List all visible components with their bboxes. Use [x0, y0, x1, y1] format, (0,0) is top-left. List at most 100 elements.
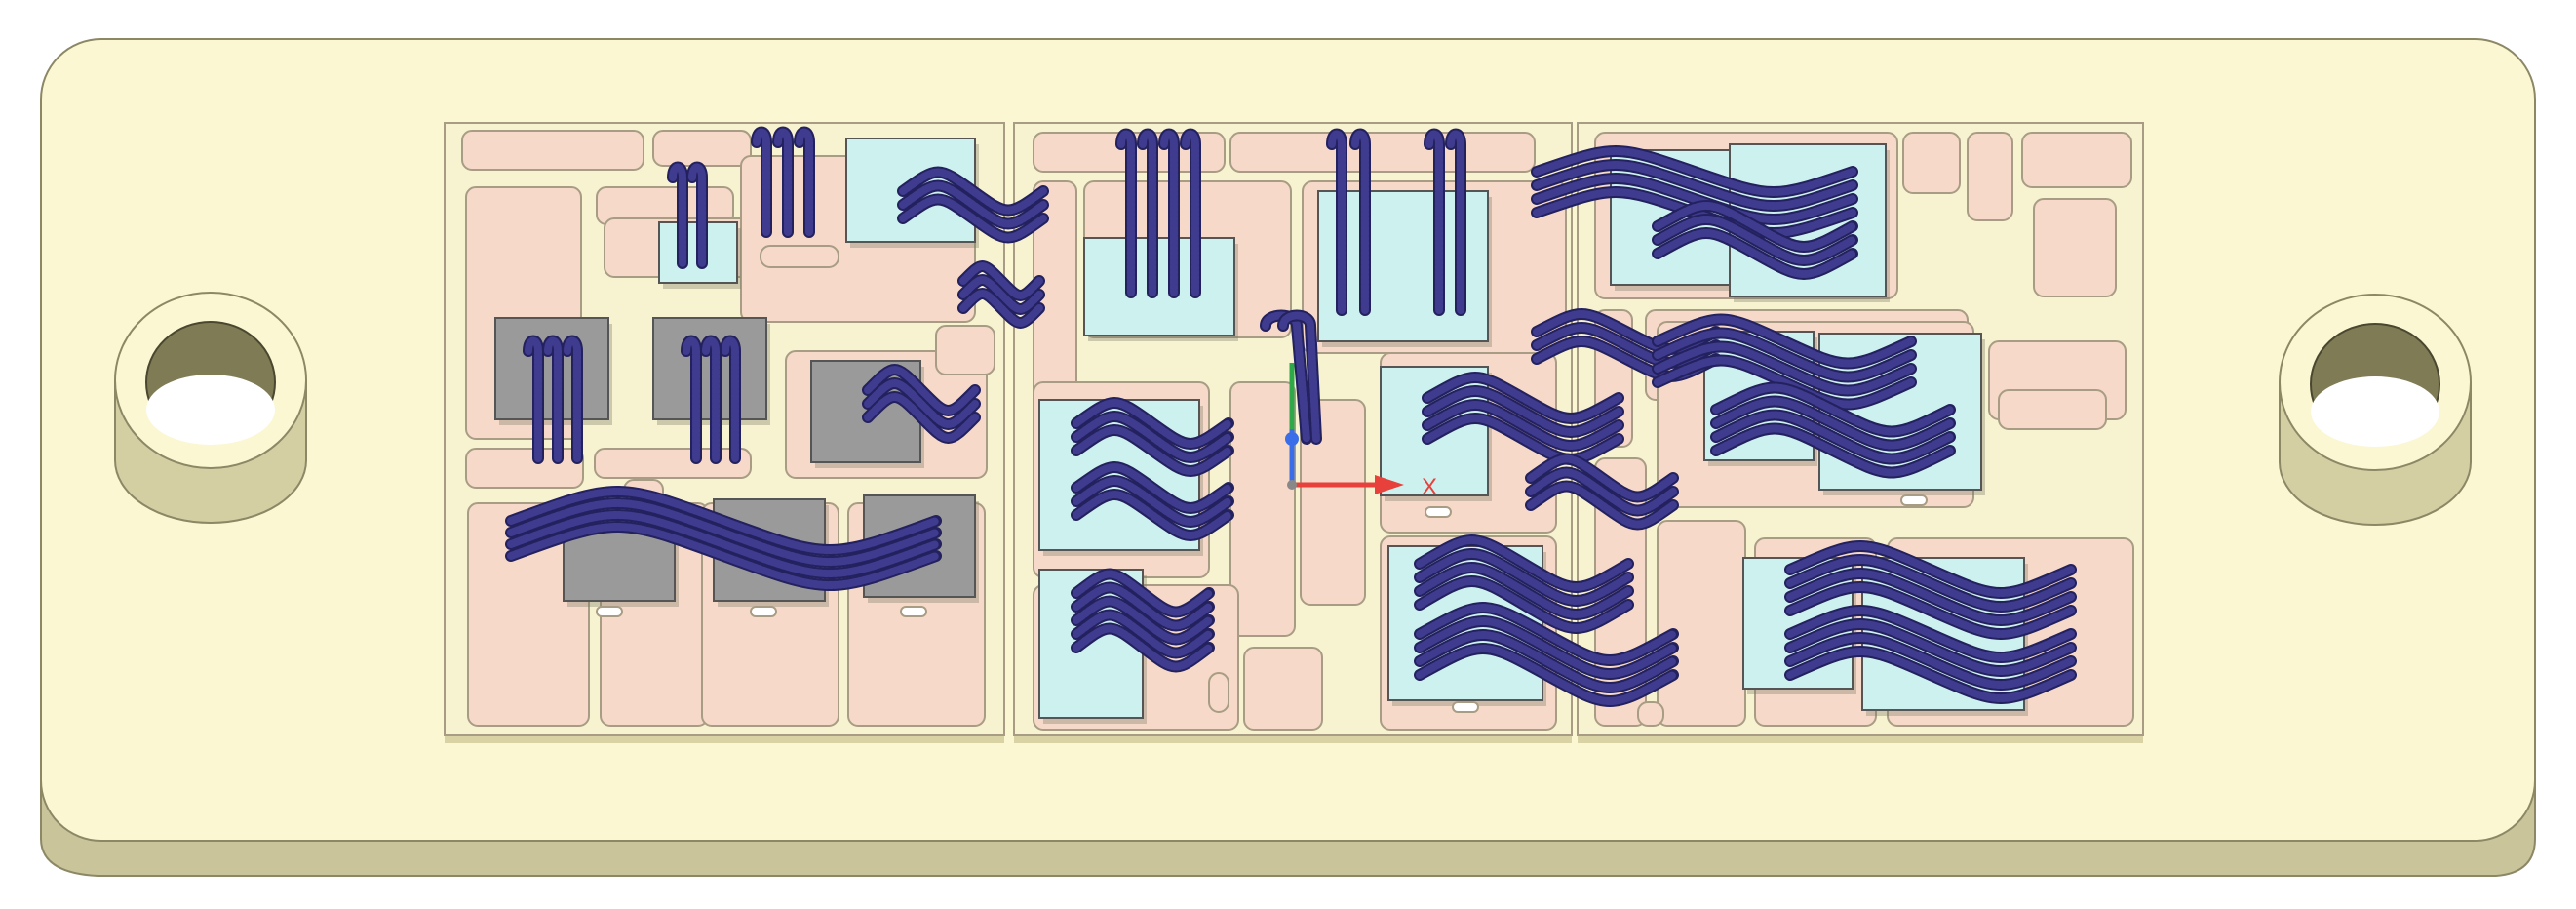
bond-wire [899, 195, 1047, 242]
copper-pad [467, 502, 590, 727]
die[interactable] [1083, 237, 1235, 336]
bond-wire [1416, 645, 1677, 705]
bond-wire [702, 336, 720, 462]
copper-pad [760, 245, 839, 268]
copper-pad [1998, 389, 2107, 430]
bond-wire [1786, 607, 2075, 661]
bond-wire [1425, 130, 1443, 314]
bond-wire [1712, 383, 1954, 436]
bond-wire [1533, 161, 1856, 210]
copper-pad [2033, 198, 2117, 297]
bond-wire [544, 336, 562, 462]
bond-wire [1712, 397, 1954, 450]
bond-wire [1073, 491, 1232, 539]
bond-slot [900, 606, 927, 617]
bond-wire [1654, 342, 1915, 395]
bond-wire [899, 181, 1047, 228]
bond-slot [1452, 701, 1479, 713]
bond-wire [1073, 399, 1232, 448]
bond-wire [1416, 617, 1677, 678]
bond-wire [1416, 550, 1632, 605]
bond-wire [1786, 648, 2075, 702]
bond-wire [899, 168, 1047, 215]
copper-pad [1229, 381, 1296, 637]
bond-wire [722, 336, 739, 462]
right-boss-hole [2311, 376, 2439, 447]
left-boss-hole [146, 375, 275, 445]
bond-wire [1654, 202, 1856, 251]
bond-wire [1424, 401, 1622, 450]
bond-wire [1073, 426, 1232, 475]
bond-wire [959, 290, 1043, 327]
bond-wire [1786, 556, 2075, 611]
copper-pad [1243, 647, 1323, 731]
bond-slot [596, 606, 623, 617]
bond-wire [753, 128, 770, 236]
bond-wire [1117, 130, 1135, 296]
bond-wire [525, 336, 542, 462]
left-mounting-boss[interactable] [114, 292, 307, 524]
bond-wire [1786, 583, 2075, 638]
bond-wire [1654, 216, 1856, 264]
bond-wire [1279, 311, 1320, 443]
coordinate-triad: X [1285, 363, 1437, 500]
bond-wire [1073, 477, 1232, 526]
bond-wire [1654, 329, 1915, 381]
copper-pad [1300, 399, 1366, 606]
bond-wire [1533, 147, 1856, 196]
bond-wire [864, 393, 979, 442]
bond-wire [1424, 374, 1622, 422]
bond-wire [1786, 542, 2075, 597]
bond-wire [1073, 611, 1213, 657]
bond-wire [1328, 130, 1346, 314]
copper-pad [652, 130, 752, 167]
copper-pad [465, 448, 584, 489]
bond-wire [1351, 130, 1369, 314]
copper-pad [1208, 672, 1229, 713]
bond-wire [669, 163, 686, 267]
copper-pad [1657, 520, 1746, 727]
bond-wire [1654, 229, 1856, 278]
bond-wire [864, 379, 979, 428]
bond-wire [688, 163, 706, 267]
bond-wire [1416, 564, 1632, 618]
bond-wire [1533, 175, 1856, 223]
right-mounting-boss[interactable] [2279, 294, 2472, 526]
copper-pad [1902, 132, 1961, 194]
bond-wire [1073, 413, 1232, 461]
bond-wire [959, 262, 1043, 299]
bond-wire [1182, 130, 1199, 296]
bond-wire [1527, 454, 1677, 501]
bond-wire [1073, 624, 1213, 671]
copper-pad [1967, 132, 2013, 221]
copper-pad [461, 130, 644, 171]
copper-pad [1637, 701, 1664, 727]
triad-x-label: X [1422, 474, 1437, 500]
bond-wire [1160, 130, 1178, 296]
bond-wire [507, 523, 940, 589]
bond-wire [864, 366, 979, 415]
bond-slot [750, 606, 777, 617]
bond-wire [1424, 387, 1622, 436]
bond-wire [1712, 411, 1954, 463]
bond-wire [1786, 620, 2075, 675]
bond-wire [1416, 604, 1677, 664]
bond-wire [959, 276, 1043, 313]
bond-wire [1073, 597, 1213, 644]
bond-wire [507, 488, 940, 554]
bond-wire [1073, 463, 1232, 512]
bond-wire [1786, 570, 2075, 624]
bond-wire [1654, 315, 1915, 368]
triad-z-handle [1285, 432, 1299, 446]
bond-wire [1073, 570, 1213, 616]
bond-wire [1424, 415, 1622, 463]
bond-wire [1447, 130, 1464, 314]
bond-wire [1416, 631, 1677, 692]
triad-origin [1287, 480, 1297, 490]
bond-wire [1527, 468, 1677, 515]
bond-wire [1712, 424, 1954, 477]
copper-pad [2021, 132, 2132, 188]
bond-wires[interactable] [505, 126, 2077, 707]
